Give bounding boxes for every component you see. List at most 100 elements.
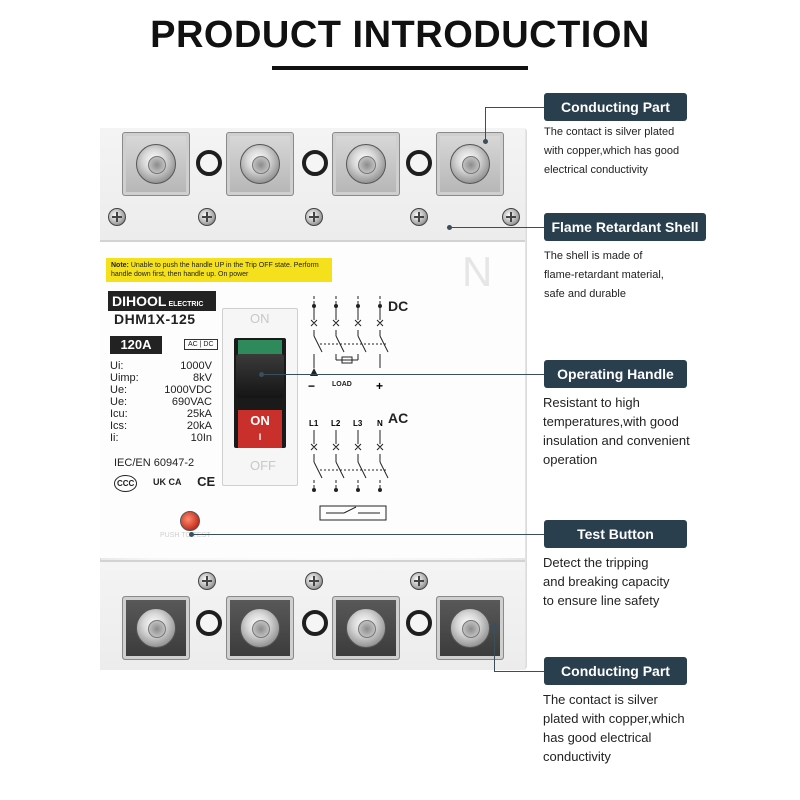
spec-key: Ics: xyxy=(110,420,128,432)
leader-line xyxy=(485,107,545,108)
leader-dot xyxy=(259,372,264,377)
leader-line xyxy=(494,625,495,672)
top-terminal-4 xyxy=(436,132,504,196)
ac-label: AC xyxy=(388,410,409,426)
neutral-mark: N xyxy=(462,248,493,295)
spec-row: Ue: 690VAC xyxy=(110,396,212,408)
top-terminal-1 xyxy=(122,132,190,196)
handle-off-label: OFF xyxy=(250,458,276,473)
cover-screw-icon xyxy=(305,572,323,590)
pole-l2: L2 xyxy=(331,419,341,428)
handle-on-indicator: ON I xyxy=(238,410,282,448)
leader-line xyxy=(192,534,544,535)
bottom-terminal-block xyxy=(100,560,525,670)
callout-flame-retardant-shell: Flame Retardant Shell xyxy=(544,213,706,241)
cover-screw-icon xyxy=(410,208,428,226)
spec-row: Ics: 20kA xyxy=(110,420,212,432)
acdc-badge: AC | DC xyxy=(184,339,218,350)
terminal-screw-icon xyxy=(240,608,280,648)
top-terminal-3 xyxy=(332,132,400,196)
top-terminal-block xyxy=(100,128,525,242)
title-underline xyxy=(272,66,528,70)
pole-n: N xyxy=(377,419,383,428)
terminal-hole-icon xyxy=(302,610,328,636)
terminal-screw-icon xyxy=(136,144,176,184)
page-title: PRODUCT INTRODUCTION xyxy=(150,14,650,56)
spec-key: Ii: xyxy=(110,432,119,444)
cover-screw-icon xyxy=(198,208,216,226)
terminal-screw-icon xyxy=(136,608,176,648)
test-button[interactable] xyxy=(180,511,200,531)
pole-l1: L1 xyxy=(309,419,319,428)
spec-value: 20kA xyxy=(186,420,212,432)
load-label: LOAD xyxy=(332,381,352,388)
callout-desc-test: Detect the tripping and breaking capacit… xyxy=(543,553,669,610)
callout-desc-conducting-bottom: The contact is silver plated with copper… xyxy=(543,690,685,766)
handle-red-on-text: ON xyxy=(250,413,270,428)
callout-test-button: Test Button xyxy=(544,520,687,548)
cover-screw-icon xyxy=(108,208,126,226)
cover-screw-icon xyxy=(305,208,323,226)
handle-red-symbol: I xyxy=(258,432,262,442)
terminal-screw-icon xyxy=(346,144,386,184)
desc-line: The contact is silver xyxy=(543,692,658,707)
spec-value: 690VAC xyxy=(171,396,212,408)
spec-key: Ui: xyxy=(110,360,124,372)
current-rating: 120A xyxy=(110,336,162,354)
desc-line: and breaking capacity xyxy=(543,574,670,589)
desc-line: plated with copper,which xyxy=(543,711,685,726)
certification-marks: CCC UK CA CE xyxy=(114,474,227,492)
leader-dot xyxy=(447,225,452,230)
terminal-hole-icon xyxy=(302,150,328,176)
spec-value: 1000VDC xyxy=(164,384,212,396)
brand-sub: ELECTRIC xyxy=(168,301,204,308)
spec-value: 10In xyxy=(190,432,212,444)
ccc-mark-icon: CCC xyxy=(114,475,138,492)
dc-label: DC xyxy=(388,298,409,314)
bottom-terminal-2 xyxy=(226,596,294,660)
desc-line: The contact is silver plated xyxy=(544,126,675,138)
note-prefix: Note: xyxy=(111,262,129,269)
desc-line: flame-retardant material, xyxy=(544,269,664,281)
desc-line: Resistant to high xyxy=(543,395,640,410)
leader-line xyxy=(450,227,544,228)
cover-screw-icon xyxy=(410,572,428,590)
desc-line: to ensure line safety xyxy=(543,593,660,608)
bottom-terminal-3 xyxy=(332,596,400,660)
terminal-hole-icon xyxy=(406,610,432,636)
wiring-diagram: − + L1 L2 L3 N xyxy=(308,296,389,521)
spec-row: Ii: 10In xyxy=(110,432,212,444)
dc-plus: + xyxy=(376,379,383,393)
terminal-screw-icon xyxy=(346,608,386,648)
leader-line xyxy=(494,671,544,672)
spec-row: Ui:1000V xyxy=(110,360,212,372)
spec-key: Ue: xyxy=(110,384,128,396)
ce-mark-icon: CE xyxy=(197,474,216,489)
leader-dot xyxy=(492,623,497,628)
spec-value: 8kV xyxy=(193,372,212,384)
test-button-label: PUSH TO TEST xyxy=(160,532,211,539)
model-number: DHM1X-125 xyxy=(114,311,196,327)
handle-indicator-green xyxy=(238,340,282,356)
dc-minus: − xyxy=(308,379,315,393)
ukca-mark-icon: UK CA xyxy=(152,477,182,488)
desc-line: operation xyxy=(543,452,598,467)
standard-label: IEC/EN 60947-2 xyxy=(114,457,195,469)
top-terminal-2 xyxy=(226,132,294,196)
cover-screw-icon xyxy=(198,572,216,590)
warning-note: Note: Unable to push the handle UP in th… xyxy=(106,258,332,282)
callout-conducting-part-top: Conducting Part xyxy=(544,93,687,121)
spec-key: Ue: xyxy=(110,396,128,408)
bottom-terminal-4 xyxy=(436,596,504,660)
desc-line: insulation and convenient xyxy=(543,433,690,448)
desc-line: The shell is made of xyxy=(544,250,643,262)
spec-row: Ue: 1000VDC xyxy=(110,384,212,396)
brand-name: DIHOOL xyxy=(112,293,167,309)
terminal-hole-icon xyxy=(196,610,222,636)
desc-line: safe and durable xyxy=(544,288,626,300)
desc-line: has good electrical xyxy=(543,730,652,745)
spec-value: 25kA xyxy=(186,408,212,420)
cover-screw-icon xyxy=(502,208,520,226)
leader-line xyxy=(262,374,544,375)
